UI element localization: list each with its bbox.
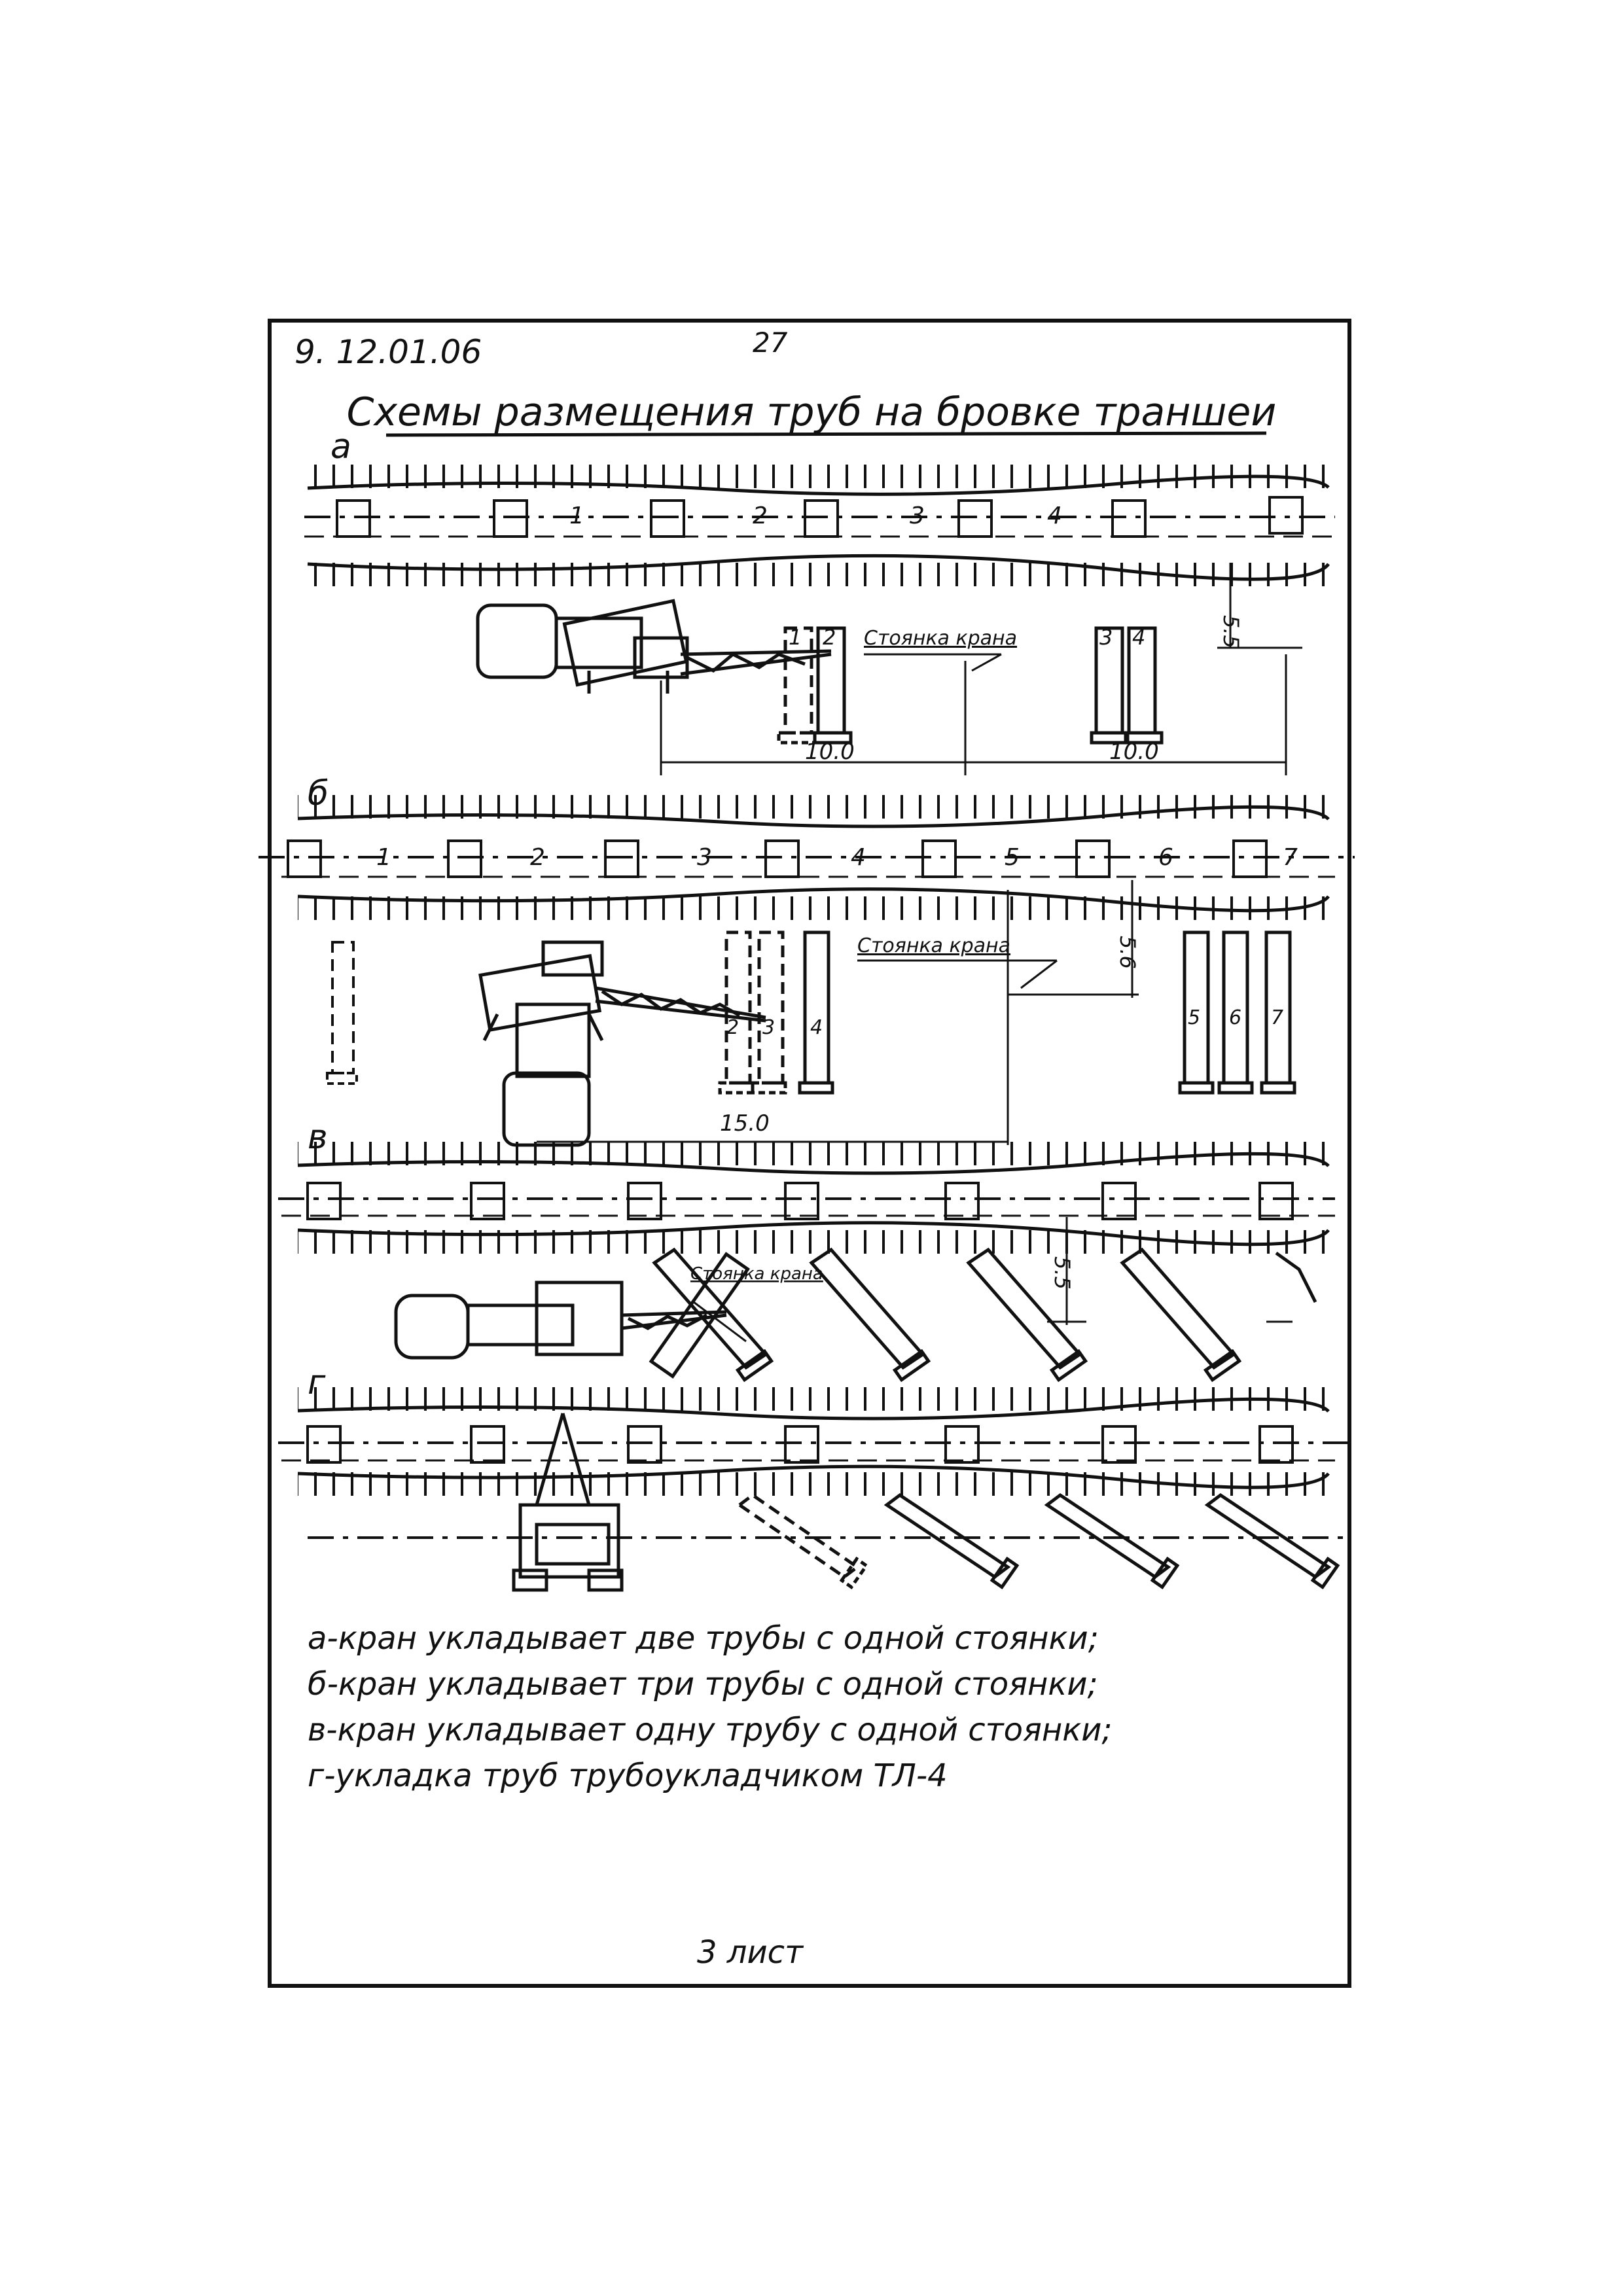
laid-pipe-label-b2: 2 [530, 844, 545, 871]
dimension-lines-a [660, 563, 1302, 775]
scheme-v: в [278, 1118, 1335, 1383]
angled-pipes-v [649, 1252, 750, 1379]
crane-a [476, 599, 832, 694]
dimension-15-0: 15.0 [720, 1110, 770, 1137]
stack-pipe-label-a4: 4 [1132, 625, 1145, 650]
stack-pipe-label-b2: 2 [726, 1016, 739, 1039]
crane-v [394, 1280, 727, 1360]
stack-pipe-label-a1: 1 [789, 625, 802, 650]
stack-pipe-label-b5: 5 [1188, 1006, 1200, 1029]
stack-pipe-label-b4: 4 [810, 1016, 823, 1039]
dimension-5-5-v: 5.5 [1050, 1256, 1075, 1290]
scheme-b: б 1 2 3 4 5 6 7 [259, 774, 1355, 1147]
dimension-10-right: 10.0 [1109, 739, 1159, 765]
laid-pipe-label-b6: 6 [1158, 844, 1173, 871]
page-title: Схемы размещения труб на бровке траншеи [347, 389, 1277, 435]
crane-stand-callout-v: Стоянка крана [690, 1264, 823, 1284]
page-number: 27 [753, 327, 788, 359]
dashed-pipe-left-b [326, 941, 358, 1085]
legend-line-b: б-кран укладывает три трубы с одной стоя… [308, 1666, 1098, 1703]
joint-pits-b [287, 839, 1268, 878]
pipelayer-tl4 [512, 1413, 624, 1592]
legend: а-кран укладывает две трубы с одной стоя… [308, 1620, 1113, 1794]
crane-b [478, 940, 766, 1147]
angled-pipes-g [736, 1492, 1340, 1590]
stack-pipe-label-b6: 6 [1229, 1006, 1241, 1029]
doc-code: 9. 12.01.06 [294, 333, 482, 371]
stack-pipe-label-a3: 3 [1099, 625, 1113, 650]
crane-stand-callout-a: Стоянка крана [864, 627, 1017, 650]
pipe-stack-a-left [777, 626, 853, 745]
joint-pits-a [336, 496, 1304, 538]
sheet-frame [268, 319, 1351, 1988]
stack-pipe-label-b3: 3 [762, 1016, 775, 1039]
laid-pipe-label-a1: 1 [569, 503, 584, 529]
title-underline [385, 431, 1267, 437]
pipe-stack-b-right [1178, 930, 1296, 1095]
laid-pipe-label-b1: 1 [376, 844, 391, 871]
legend-line-a: а-кран укладывает две трубы с одной стоя… [308, 1620, 1099, 1657]
legend-line-g: г-укладка труб трубоукладчиком ТЛ-4 [308, 1757, 948, 1794]
joint-pits-v [306, 1182, 1294, 1220]
pipe-stack-b-left [718, 930, 834, 1095]
pipe-stack-a-right [1090, 626, 1164, 745]
crane-stand-callout-b: Стоянка крана [857, 934, 1010, 957]
stack-pipe-label-b7: 7 [1271, 1006, 1283, 1029]
laid-pipe-label-b7: 7 [1283, 844, 1298, 871]
laid-pipe-label-a4: 4 [1047, 503, 1062, 529]
scheme-a: а 1 2 3 4 [304, 427, 1335, 775]
dimension-5-6-b: 5.6 [1115, 936, 1140, 969]
stack-pipe-label-a2: 2 [823, 625, 836, 650]
scheme-g: г [278, 1363, 1348, 1592]
laid-pipe-label-b4: 4 [851, 844, 866, 871]
dimension-10-left: 10.0 [805, 739, 855, 765]
laid-pipe-label-a3: 3 [910, 503, 925, 529]
laid-pipe-label-a2: 2 [753, 503, 768, 529]
legend-line-v: в-кран укладывает одну трубу с одной сто… [308, 1712, 1113, 1748]
dimension-5-5-a: 5.5 [1219, 615, 1243, 648]
laid-pipe-label-b3: 3 [697, 844, 712, 871]
angled-pipes-v-list [652, 1247, 1317, 1383]
scheme-letter-a: а [330, 427, 351, 467]
sheet-number: 3 лист [697, 1934, 804, 1971]
laid-pipe-label-b5: 5 [1005, 844, 1020, 871]
dimension-lines-v [1047, 1217, 1293, 1325]
joint-pits-g [306, 1425, 1294, 1464]
